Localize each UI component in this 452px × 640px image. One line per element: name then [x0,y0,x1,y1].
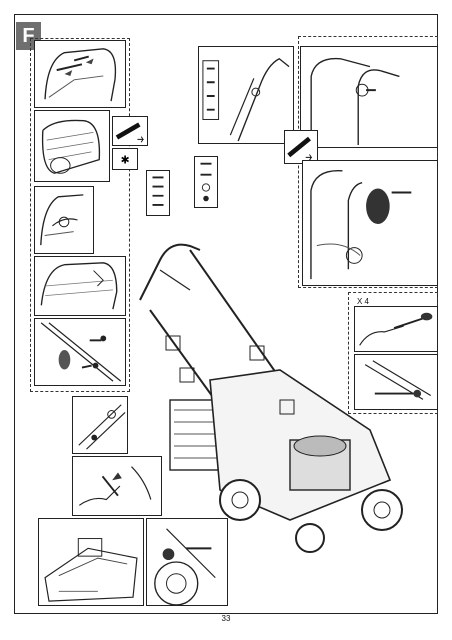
page-number: 33 [221,614,231,623]
engine-cable-routing-illustration [38,518,144,606]
grass-bag-fitting-illustration [34,110,110,182]
cable-tie-hands-illustration [72,456,162,516]
handle-knob-assembly-illustration [302,160,438,286]
control-symbols-box-right [194,156,218,208]
grass-bag-installed-illustration [34,256,126,316]
left-steps-dashed-group [30,38,130,392]
grass-bag-hook-illustration [34,186,94,254]
bolt-steps-dashed-group [348,292,438,414]
handle-bolt-assembly-illustration [34,318,126,386]
mulch-symbol-box: ✱ [112,148,138,170]
quantity-label: X 4 [357,297,370,306]
handle-clamp-illustration [300,46,438,148]
wheel-height-adjust-illustration [146,518,228,606]
lawn-mower-main-illustration [130,150,410,560]
cable-clip-illustration [72,396,128,454]
bolt-insertion-illustration [354,306,438,352]
control-symbols-box-left [146,170,170,216]
svg-text:✱: ✱ [120,154,129,167]
handle-lever-symbols-illustration [198,46,294,144]
blade-symbol-box-right [284,130,318,164]
bolt-fastened-illustration [354,354,438,410]
blade-symbol-box [112,116,148,146]
grass-bag-frame-illustration [34,40,126,108]
